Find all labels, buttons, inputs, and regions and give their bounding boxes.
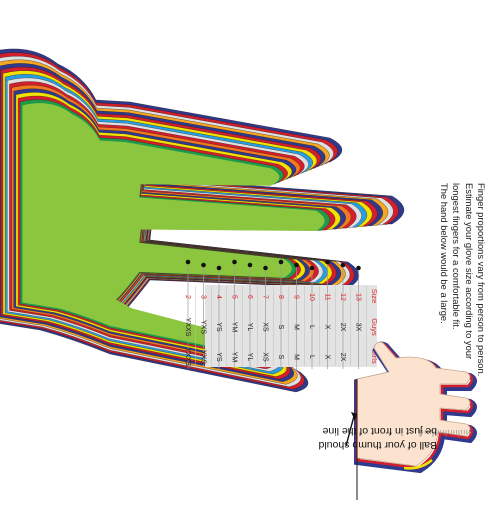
size-chart-cell: YS [215,352,222,362]
size-chart-cell: YL [246,323,253,332]
leader-dot [309,265,315,271]
green-hand-shape [22,103,325,354]
instruction-line: Estimate your glove size according to yo… [463,183,475,360]
size-chart-cell: 10 [308,293,315,301]
size-chart-header: Size [370,289,379,304]
size-chart-header: Girls [370,348,379,364]
thumb-note: Ball of your thumb should be just in fro… [318,424,437,452]
size-chart-cell: S [277,355,284,360]
reference-ruler-ticks [419,430,470,437]
size-chart-cell: 3 [200,295,207,299]
size-chart-cell: X [324,355,331,360]
thumb-note-line-1: Ball of your thumb should [318,439,437,451]
size-chart-cell: 6 [246,295,253,299]
reference-hand-yellow-edge [403,459,433,470]
size-chart-cell: L [308,355,315,359]
leader-dot [356,265,361,271]
size-chart-cell: 2X [339,323,346,332]
instruction-line: The hand below would be a large. [438,183,450,324]
instruction-line: longest fingers for a comfortable fit. [451,183,463,330]
size-chart-cell: 9 [293,295,300,299]
size-chart-cell: YXXS [184,348,191,367]
size-chart-header: Guys [370,318,379,336]
size-chart-cell: YL [246,353,253,362]
size-chart-cell: 13 [355,293,362,301]
leader-dot [263,265,268,271]
leader-dot [294,262,299,268]
size-chart-background [205,285,377,367]
size-chart-cell: 3X [355,323,362,332]
leader-dot [340,262,346,268]
reference-hand-skin [356,341,471,467]
size-chart-band [205,285,377,367]
size-chart-cell: X [324,325,331,330]
size-chart-cell: 8 [277,295,284,299]
size-chart-cell: 4 [215,295,222,299]
size-chart-cell: YXXS [184,318,191,337]
leader-dot [247,262,253,268]
size-chart-cell: 11 [324,293,331,300]
size-chart-cell: 2 [184,295,191,299]
leader-dot [278,259,284,265]
leader-dot [185,259,191,265]
size-chart-cell: XS [262,352,269,362]
leader-dot [216,265,222,271]
size-chart-cell: YXS [200,350,207,364]
smallest-glove-outline [22,103,325,354]
size-chart-cell: 5 [231,295,238,299]
instruction-line: Finger proportions vary from person to p… [476,183,487,377]
thumb-note-line-2: be just in front of the line [322,425,437,438]
size-chart-cell: 7 [262,295,269,299]
arrow-head-icon [351,412,357,421]
size-chart-cell: S [277,325,284,330]
leader-dot [325,259,330,265]
size-leader-lines [185,259,367,369]
size-chart-cell: 12 [339,293,346,301]
thumb-note-arrow [345,415,355,447]
leader-dot [232,259,237,265]
size-chart-cell: XS [262,322,269,332]
leader-dot [201,262,206,268]
size-chart-cell: 2X [339,353,346,362]
size-chart-cell: L [308,325,315,329]
instructions-text: Finger proportions vary from person to p… [437,183,487,376]
size-chart-cell: YXS [200,320,207,334]
size-chart-cell: YM [231,322,238,333]
reference-hand [354,341,477,500]
size-chart-cell: M [293,324,300,330]
size-chart-cell: YM [231,352,238,363]
size-chart-cell: M [293,354,300,360]
size-chart-cell: YS [215,322,222,332]
